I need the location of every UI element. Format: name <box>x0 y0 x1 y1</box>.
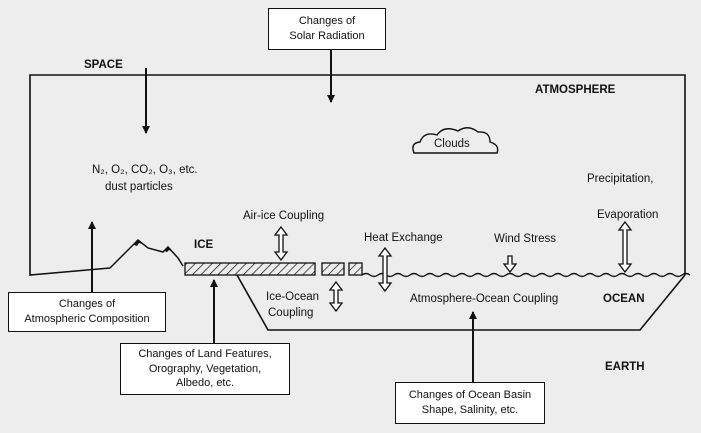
ocean-surface-wave <box>361 272 691 278</box>
evaporation-label: Evaporation <box>597 209 659 221</box>
ocean-basin <box>236 274 686 331</box>
ice-ocean-label-2: Coupling <box>268 307 314 319</box>
earth-label: EARTH <box>605 361 645 373</box>
land-box-line3: Albedo, etc. <box>175 377 235 390</box>
atmosphere-ocean-label: Atmosphere-Ocean Coupling <box>410 293 559 305</box>
mountains <box>109 238 184 269</box>
atmo-box-line1: Changes of <box>58 298 116 311</box>
land-box-line1: Changes of Land Features, <box>138 347 272 360</box>
ice-label: ICE <box>194 239 214 251</box>
solar-box-line1: Changes of <box>298 15 356 28</box>
atmo-box-line2: Atmospheric Composition <box>24 313 150 325</box>
ocean-label: OCEAN <box>603 293 645 305</box>
ocean-box-line2: Shape, Salinity, etc. <box>421 404 519 416</box>
ice-ocean-arrow <box>328 280 344 313</box>
atmosphere-label: ATMOSPHERE <box>535 84 616 96</box>
solar-box-line2: Solar Radiation <box>289 30 365 42</box>
air-ice-arrow <box>273 225 289 262</box>
ocean-box-line1: Changes of Ocean Basin <box>408 389 532 402</box>
precipitation-label: Precipitation, <box>587 173 654 185</box>
composition-line1: N₂, O₂, CO₂, O₃, etc. <box>92 164 198 176</box>
atmospheric-composition-box: Changes of Atmospheric Composition <box>8 292 166 332</box>
precip-evap-arrow <box>617 220 633 274</box>
solar-radiation-box: Changes of Solar Radiation <box>268 8 386 50</box>
heat-exchange-label: Heat Exchange <box>364 232 443 244</box>
land-box-line2: Orography, Vegetation, <box>148 362 262 375</box>
cloud-icon <box>412 127 499 154</box>
wind-stress-label: Wind Stress <box>494 233 556 245</box>
clouds-label: Clouds <box>434 138 470 150</box>
ice-floe-2 <box>348 262 363 276</box>
ice-sheet <box>184 262 316 276</box>
air-ice-label: Air-ice Coupling <box>243 210 325 222</box>
atmosphere-boundary <box>29 74 686 276</box>
ocean-basin-box: Changes of Ocean Basin Shape, Salinity, … <box>395 382 545 424</box>
mountain-snow <box>134 240 172 252</box>
wind-stress-arrow <box>502 255 518 274</box>
ice-floe-1 <box>321 262 345 276</box>
space-label: SPACE <box>84 59 123 71</box>
ice-ocean-label-1: Ice-Ocean <box>266 291 320 303</box>
composition-line2: dust particles <box>105 181 173 193</box>
land-features-box: Changes of Land Features, Orography, Veg… <box>120 343 290 395</box>
heat-exchange-arrow <box>377 246 393 293</box>
